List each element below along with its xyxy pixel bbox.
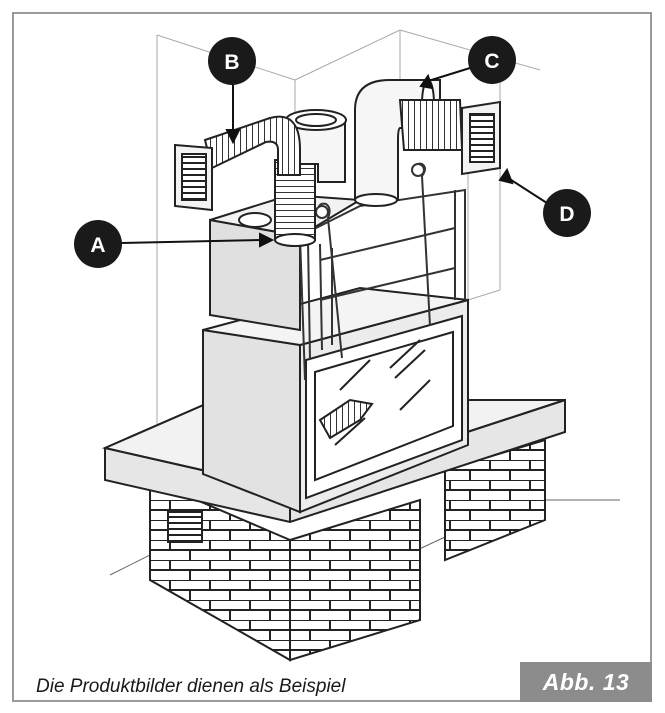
grille-b	[174, 143, 213, 212]
figure-number-badge: Abb. 13	[520, 662, 652, 702]
elbow-duct-c	[354, 79, 464, 207]
flex-duct-b	[203, 115, 301, 176]
grille-d	[461, 100, 501, 176]
front-frame	[299, 162, 466, 381]
svg-text:A: A	[90, 234, 105, 257]
svg-text:B: B	[224, 51, 239, 74]
brick-base	[149, 438, 546, 662]
callout-a: A	[74, 220, 122, 268]
callout-c: C	[468, 36, 516, 84]
leader-lines	[119, 67, 551, 248]
svg-text:C: C	[484, 50, 499, 73]
svg-text:D: D	[559, 203, 574, 226]
callout-d: D	[543, 189, 591, 237]
callout-b: B	[208, 37, 256, 85]
figure-caption: Die Produktbilder dienen als Beispiel	[36, 676, 346, 697]
glass-door	[305, 314, 463, 500]
